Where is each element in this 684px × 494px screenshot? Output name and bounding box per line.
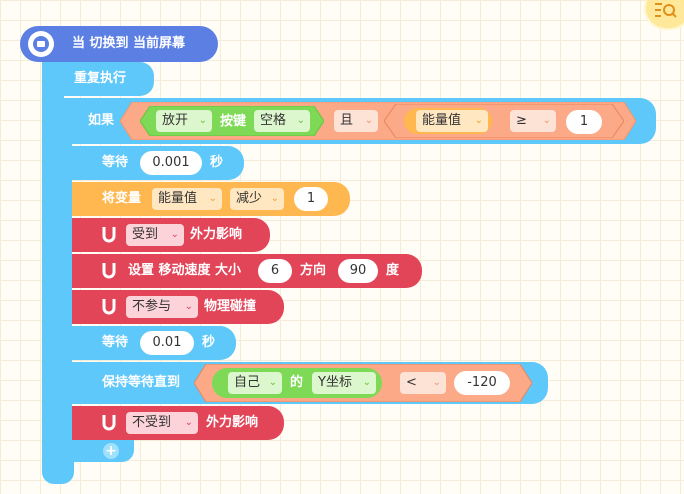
hat-block-switch-screen[interactable]: 当 切换到 当前屏幕	[20, 26, 218, 62]
magnet-icon	[102, 299, 116, 315]
compare-op-dropdown[interactable]: <⌄	[400, 372, 446, 394]
chevron-down-icon: ⌄	[170, 229, 179, 240]
variable-dropdown[interactable]: 能量值⌄	[416, 110, 488, 132]
if-arm	[64, 140, 72, 458]
wait-until-label: 保持等待直到	[102, 375, 181, 390]
set-speed-block[interactable]: 设置 移动速度 大小 6 方向 90 度	[72, 254, 422, 288]
if-footer	[64, 436, 134, 462]
key-label: 按键	[220, 114, 247, 129]
wait-seconds-input[interactable]: 0.001	[140, 151, 202, 175]
force-option-dropdown[interactable]: 不受到⌄	[126, 412, 198, 434]
wait-unit: 秒	[210, 155, 224, 170]
force-effect-block[interactable]: 不受到⌄ 外力影响	[72, 406, 284, 440]
wait-block[interactable]: 等待 0.001 秒	[72, 146, 244, 180]
change-amount-input[interactable]: 1	[294, 187, 328, 211]
change-action-dropdown[interactable]: 减少⌄	[230, 188, 284, 210]
plus-icon: +	[105, 443, 117, 459]
force-label: 外力影响	[206, 415, 259, 430]
chevron-down-icon: ⌄	[362, 377, 371, 388]
add-block-button[interactable]: +	[103, 443, 119, 459]
chevron-down-icon: ⌄	[184, 417, 193, 428]
list-search-icon	[655, 3, 677, 18]
speed-size-input[interactable]: 6	[258, 259, 292, 283]
compare-value-input[interactable]: -120	[454, 371, 510, 395]
chevron-down-icon: ⌄	[542, 115, 551, 126]
physics-collision-block[interactable]: 不参与⌄ 物理碰撞	[72, 290, 284, 324]
change-variable-block[interactable]: 将变量 能量值⌄ 减少⌄ 1	[72, 182, 350, 216]
set-speed-label: 设置 移动速度 大小	[128, 263, 242, 278]
magnet-icon	[102, 415, 116, 431]
force-option-dropdown[interactable]: 受到⌄	[126, 224, 184, 246]
wait-seconds-input[interactable]: 0.01	[140, 331, 194, 355]
chevron-down-icon: ⌄	[474, 115, 483, 126]
logic-op-dropdown[interactable]: 且⌄	[334, 110, 378, 132]
magnet-icon	[102, 227, 116, 243]
change-variable-name-dropdown[interactable]: 能量值⌄	[152, 188, 222, 210]
wait-label: 等待	[102, 335, 129, 350]
chevron-down-icon: ⌄	[296, 115, 305, 126]
chevron-down-icon: ⌄	[364, 115, 373, 126]
compare-value-input[interactable]: 1	[566, 110, 602, 134]
key-action-dropdown[interactable]: 放开⌄	[156, 110, 212, 132]
direction-unit: 度	[386, 263, 400, 278]
code-outline-button[interactable]	[646, 0, 684, 28]
direction-label: 方向	[300, 263, 327, 278]
force-label: 外力影响	[190, 227, 243, 242]
collision-label: 物理碰撞	[204, 299, 257, 314]
of-label: 的	[290, 375, 304, 390]
chevron-down-icon: ⌄	[198, 115, 207, 126]
hat-label: 当 切换到 当前屏幕	[72, 36, 186, 51]
force-effect-block[interactable]: 受到⌄ 外力影响	[72, 218, 270, 252]
screen-icon	[28, 31, 54, 57]
collision-option-dropdown[interactable]: 不参与⌄	[126, 296, 198, 318]
chevron-down-icon: ⌄	[184, 301, 193, 312]
chevron-down-icon: ⌄	[208, 193, 217, 204]
key-name-dropdown[interactable]: 空格⌄	[254, 110, 310, 132]
property-dropdown[interactable]: Y坐标⌄	[312, 372, 376, 394]
magnet-icon	[102, 263, 116, 279]
chevron-down-icon: ⌄	[268, 377, 277, 388]
change-variable-label: 将变量	[102, 191, 142, 206]
repeat-arm	[42, 92, 64, 470]
repeat-footer	[42, 462, 74, 484]
if-label: 如果	[88, 113, 115, 128]
chevron-down-icon: ⌄	[432, 377, 441, 388]
compare-op-dropdown[interactable]: ≥⌄	[510, 110, 556, 132]
wait-block[interactable]: 等待 0.01 秒	[72, 326, 236, 360]
wait-label: 等待	[102, 155, 129, 170]
wait-unit: 秒	[202, 335, 216, 350]
repeat-forever-block[interactable]: 重复执行	[42, 62, 154, 96]
chevron-down-icon: ⌄	[270, 193, 279, 204]
sprite-dropdown[interactable]: 自己⌄	[228, 372, 282, 394]
speed-direction-input[interactable]: 90	[338, 259, 378, 283]
repeat-label: 重复执行	[74, 71, 127, 86]
